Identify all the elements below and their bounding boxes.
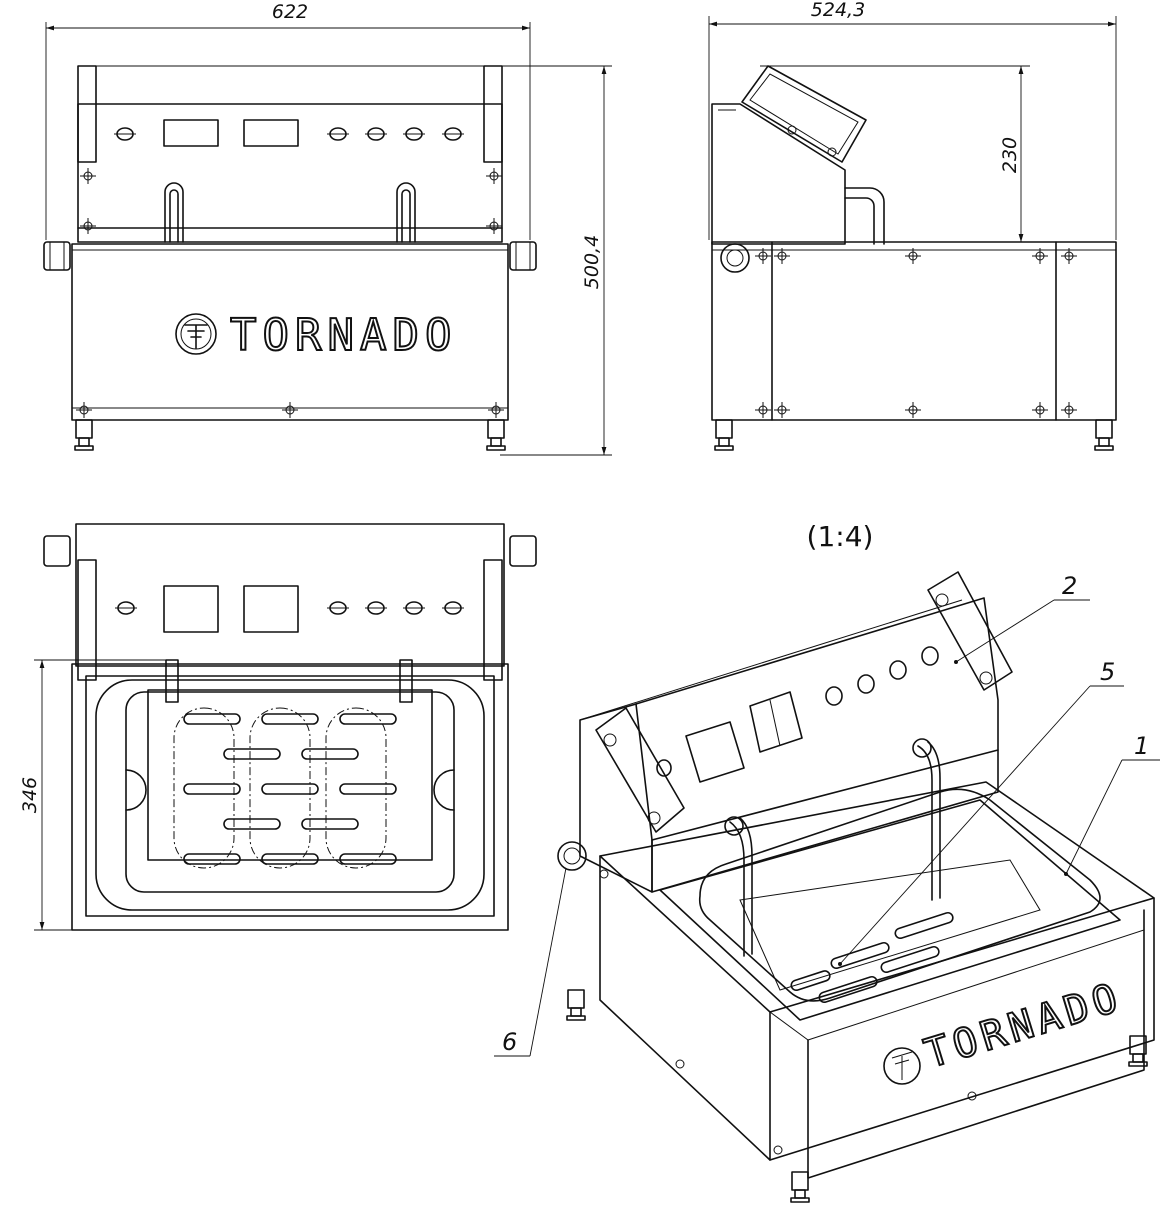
top-view: 346 bbox=[19, 523, 537, 931]
isometric-view: (1:4) bbox=[494, 520, 1160, 1203]
callout-1: 1 bbox=[1064, 732, 1160, 876]
side-view: 524,3 230 bbox=[708, 0, 1117, 451]
callout-5: 5 bbox=[838, 658, 1124, 966]
front-width-dimension: 622 bbox=[272, 1, 308, 23]
callout-2-label: 2 bbox=[1062, 572, 1077, 600]
top-depth-dimension: 346 bbox=[19, 777, 41, 813]
basket-slots bbox=[183, 713, 397, 865]
front-view: 622 500,4 bbox=[43, 1, 612, 456]
callout-5-label: 5 bbox=[1100, 658, 1115, 686]
side-depth-dimension: 524,3 bbox=[811, 0, 865, 21]
callout-6-label: 6 bbox=[502, 1028, 517, 1056]
front-brand-text: TORNADO bbox=[230, 310, 457, 361]
side-panel-height-dimension: 230 bbox=[999, 137, 1021, 173]
scale-label: (1:4) bbox=[807, 520, 874, 553]
iso-basket-slots bbox=[790, 911, 954, 1004]
front-height-dimension: 500,4 bbox=[581, 235, 603, 289]
callout-1-label: 1 bbox=[1134, 732, 1149, 760]
iso-brand-text: TORNADO bbox=[919, 974, 1127, 1078]
callout-2: 2 bbox=[954, 572, 1090, 664]
callout-6: 6 bbox=[494, 867, 567, 1057]
